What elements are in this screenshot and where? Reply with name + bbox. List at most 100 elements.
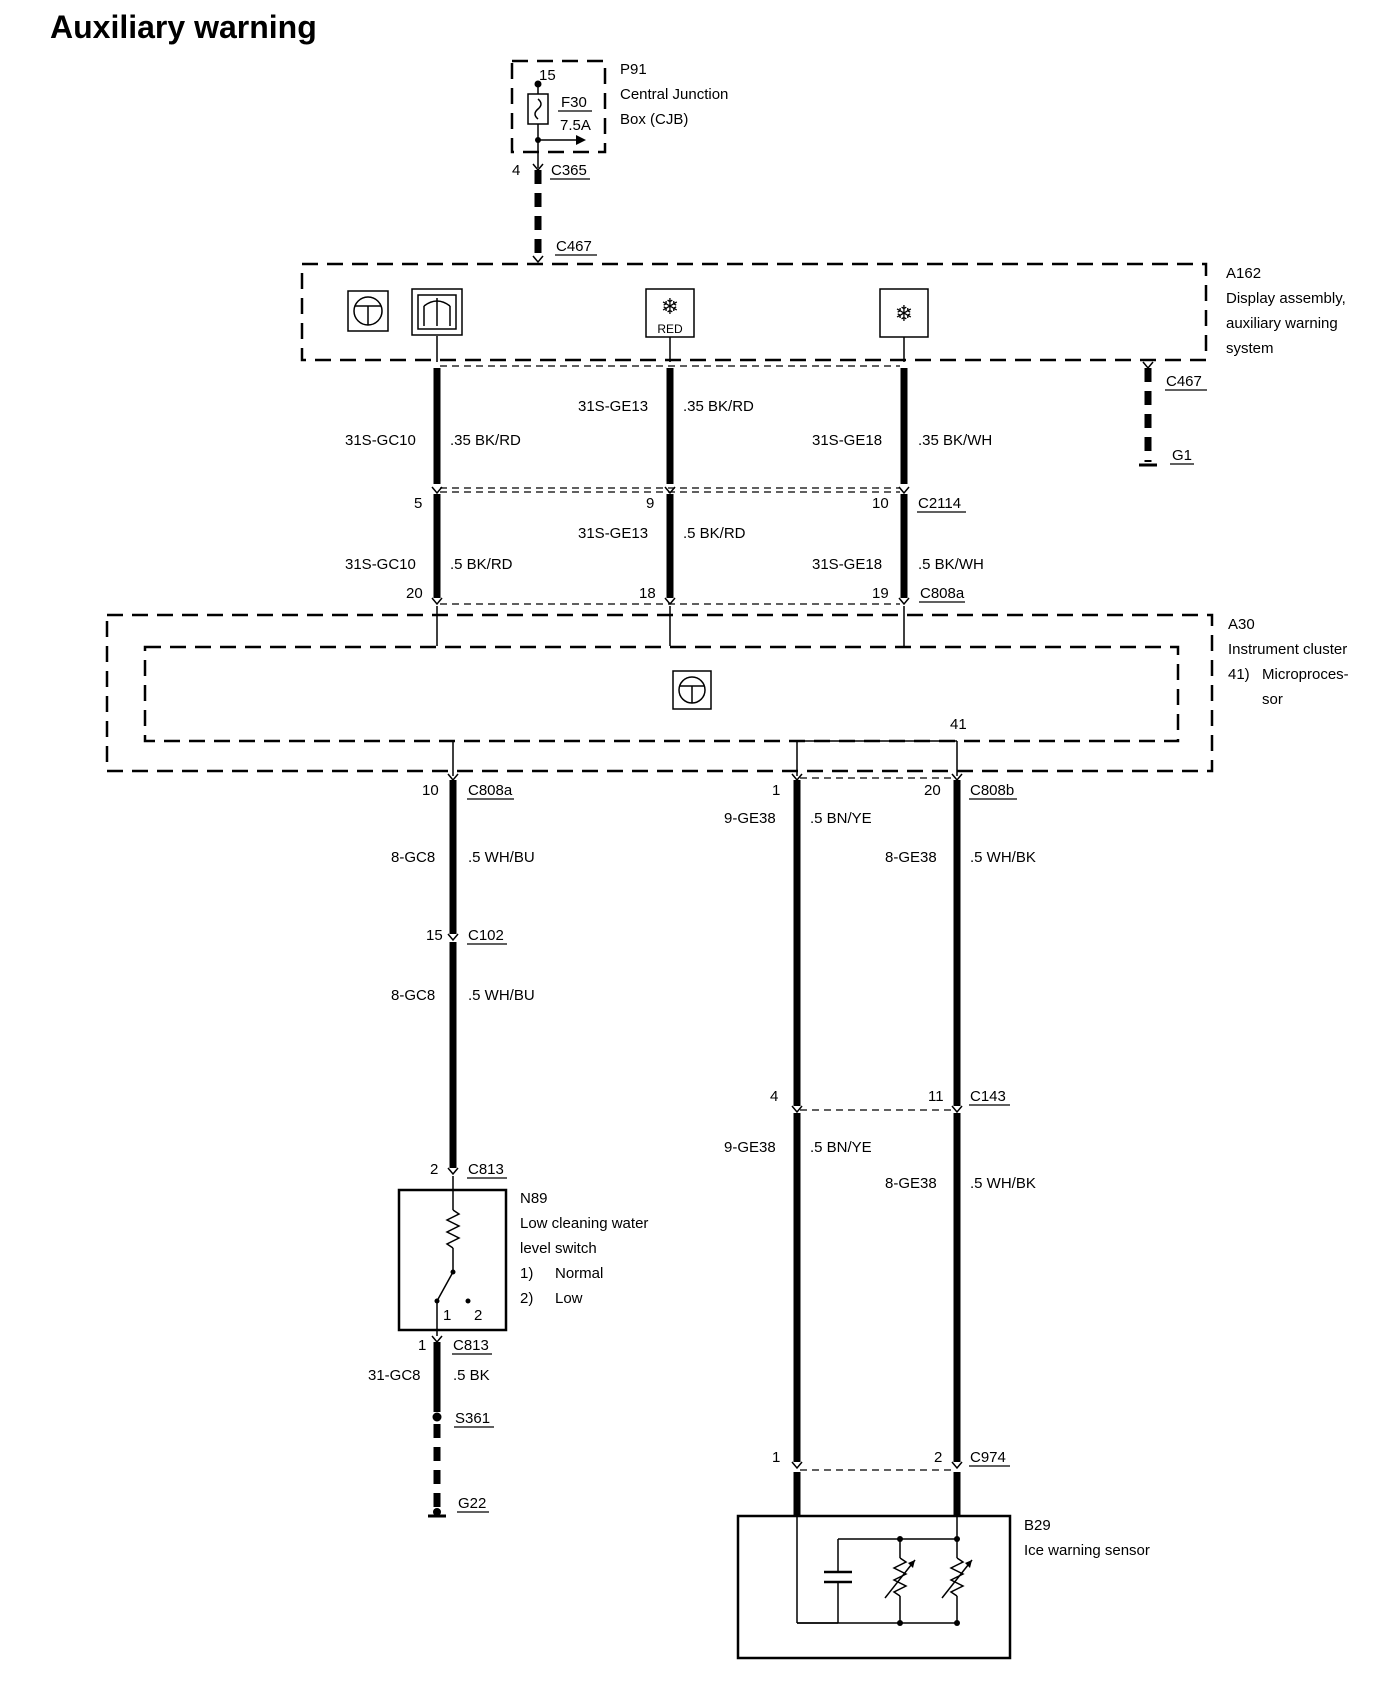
middle-wire-harness: 31S-GC10 .5 BK/RD 31S-GE13 .5 BK/RD 31S-… xyxy=(345,491,984,605)
c813-bottom-pin-1: 1 xyxy=(418,1337,426,1354)
a162-desc-line2: auxiliary warning xyxy=(1226,315,1338,332)
c365-connector-label: C365 xyxy=(551,162,587,179)
p91-name-line2: Box (CJB) xyxy=(620,111,688,128)
n89-note1-number: 1) xyxy=(520,1265,533,1282)
wire-ge38-a-lower-circuit: 9-GE38 xyxy=(724,1139,776,1156)
a30-box-outline xyxy=(105,613,1214,773)
p91-name-line1: Central Junction xyxy=(620,86,728,103)
fuse-rating-label: 7.5A xyxy=(560,117,591,134)
left-branch-circuit: 10 C808a 8-GC8 .5 WH/BU 15 C102 8-GC8 .5… xyxy=(391,773,535,1190)
c974-pin-2: 2 xyxy=(934,1449,942,1466)
wire-ge13-middle-circuit: 31S-GE13 xyxy=(578,525,648,542)
c2114-connector-label: C2114 xyxy=(918,495,961,512)
c813-top-pin-2: 2 xyxy=(430,1161,438,1178)
switch-position-1: 1 xyxy=(443,1307,451,1324)
c808a-top-connector-label: C808a xyxy=(920,585,965,602)
wire-ge38-a-upper-circuit: 9-GE38 xyxy=(724,810,776,827)
a162-display-assembly: ❄ RED ❄ A162 Display assembly, auxiliary… xyxy=(300,262,1346,362)
wire-31-gc8-circuit: 31-GC8 xyxy=(368,1367,421,1384)
c143-pin-11: 11 xyxy=(928,1088,944,1105)
a30-note-line1: Microproces- xyxy=(1262,666,1349,683)
wire-ge38-b-upper-circuit: 8-GE38 xyxy=(885,849,937,866)
g1-connector-label: C467 xyxy=(1166,373,1202,390)
a30-desc-line1: Instrument cluster xyxy=(1228,641,1347,658)
wire-ge18-upper-circuit: 31S-GE18 xyxy=(812,432,882,449)
p91-central-junction-box: 15 F30 7.5A P91 Central Junction Box (CJ… xyxy=(510,59,728,168)
splice-dot xyxy=(432,1412,442,1422)
capacitor-icon xyxy=(797,1539,852,1624)
c2114-pin-10: 10 xyxy=(872,495,889,512)
c813-top-connector-label: C813 xyxy=(468,1161,504,1178)
a30-instrument-cluster: A30 Instrument cluster 41) Microproces- … xyxy=(105,613,1349,776)
a162-desc-line1: Display assembly, xyxy=(1226,290,1346,307)
g22-ground-label: G22 xyxy=(458,1495,486,1512)
c808a-pin-20: 20 xyxy=(406,585,423,602)
c808a-bottom-connector-label: C808a xyxy=(468,782,513,799)
red-indicator-label: RED xyxy=(657,322,683,336)
b29-ice-warning-sensor: B29 Ice warning sensor xyxy=(736,1514,1150,1660)
fuse-pin-label: 15 xyxy=(539,67,556,84)
switch-contact-icon xyxy=(436,1271,454,1302)
upper-wire-harness: 31S-GC10 .35 BK/RD 31S-GE13 .35 BK/RD 31… xyxy=(345,336,992,489)
n89-desc-line1: Low cleaning water xyxy=(520,1215,648,1232)
a162-ground-g1: C467 G1 xyxy=(1139,361,1207,467)
g1-ground-label: G1 xyxy=(1172,447,1192,464)
wire-ge38-b-lower-circuit: 8-GE38 xyxy=(885,1175,937,1192)
a30-note-number: 41) xyxy=(1228,666,1250,683)
c808a-pin-18: 18 xyxy=(639,585,656,602)
wire-gc8-lower-circuit: 8-GC8 xyxy=(391,987,435,1004)
thermistor-icon xyxy=(884,1539,916,1623)
wire-ge13-upper-gauge: .35 BK/RD xyxy=(683,398,754,415)
wire-gc10-middle-circuit: 31S-GC10 xyxy=(345,556,416,573)
c143-pin-4: 4 xyxy=(770,1088,778,1105)
snowflake-red-icon: ❄ RED xyxy=(645,288,695,338)
a162-box-outline xyxy=(300,262,1208,362)
wire-gc10-upper-gauge: .35 BK/RD xyxy=(450,432,521,449)
c102-pin-15: 15 xyxy=(426,927,443,944)
n89-note1-label: Normal xyxy=(555,1265,603,1282)
wire-ge18-middle-gauge: .5 BK/WH xyxy=(918,556,984,573)
svg-text:❄: ❄ xyxy=(661,295,679,320)
a30-id-label: A30 xyxy=(1228,616,1255,633)
wire-gc8-upper-circuit: 8-GC8 xyxy=(391,849,435,866)
c2114-pin-9: 9 xyxy=(646,495,654,512)
a162-id-label: A162 xyxy=(1226,265,1261,282)
fuse-id-label: F30 xyxy=(561,94,587,111)
n89-note2-label: Low xyxy=(555,1290,583,1307)
resistor-icon xyxy=(445,1209,461,1249)
wire-gc10-upper-circuit: 31S-GC10 xyxy=(345,432,416,449)
a162-desc-line3: system xyxy=(1226,340,1274,357)
c808a-pin-10: 10 xyxy=(422,782,439,799)
n89-note2-number: 2) xyxy=(520,1290,533,1307)
c808b-pin-1: 1 xyxy=(772,782,780,799)
page-title: Auxiliary warning xyxy=(50,9,317,45)
c365-pin-label: 4 xyxy=(512,162,520,179)
wire-ge38-a-upper-gauge: .5 BN/YE xyxy=(810,810,872,827)
p91-id-label: P91 xyxy=(620,61,647,78)
steering-wheel-icon xyxy=(672,670,712,710)
wire-ge18-upper-gauge: .35 BK/WH xyxy=(918,432,992,449)
a30-pin-41: 41 xyxy=(950,716,967,733)
wire-ge38-b-lower-gauge: .5 WH/BK xyxy=(970,1175,1036,1192)
wire-ge38-a-lower-gauge: .5 BN/YE xyxy=(810,1139,872,1156)
n89-id-label: N89 xyxy=(520,1190,548,1207)
n89-water-level-switch: 1 2 N89 Low cleaning water level switch … xyxy=(397,1188,648,1332)
wire-gc8-lower-gauge: .5 WH/BU xyxy=(468,987,535,1004)
c808a-pin-19: 19 xyxy=(872,585,889,602)
s361-splice-label: S361 xyxy=(455,1410,490,1427)
a30-note-line2: sor xyxy=(1262,691,1283,708)
svg-text:❄: ❄ xyxy=(895,302,913,327)
p91-box-outline xyxy=(510,59,607,154)
snowflake-icon: ❄ xyxy=(879,288,929,338)
c808b-connector-label: C808b xyxy=(970,782,1014,799)
c2114-pin-5: 5 xyxy=(414,495,422,512)
b29-desc-line1: Ice warning sensor xyxy=(1024,1542,1150,1559)
thermistor-icon xyxy=(941,1539,973,1623)
left-branch-ground: 1 C813 31-GC8 .5 BK S361 G22 xyxy=(368,1330,494,1518)
wire-ge38-b-upper-gauge: .5 WH/BK xyxy=(970,849,1036,866)
n89-desc-line2: level switch xyxy=(520,1240,597,1257)
c808b-pin-20: 20 xyxy=(924,782,941,799)
c974-pin-1: 1 xyxy=(772,1449,780,1466)
c102-connector-label: C102 xyxy=(468,927,504,944)
